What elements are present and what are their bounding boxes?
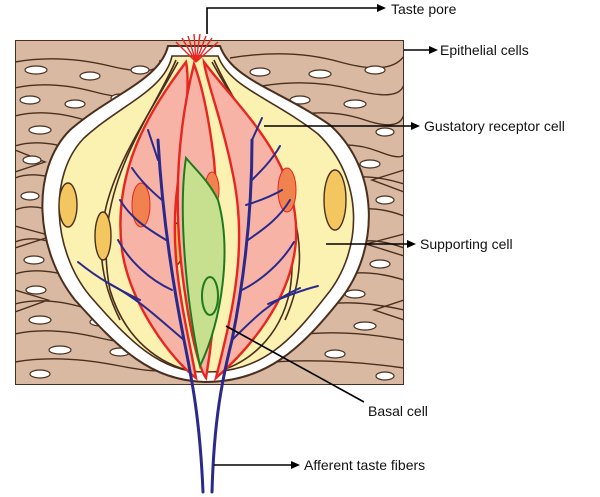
taste-pore-microvilli (175, 33, 219, 63)
nerve-branches (77, 117, 319, 341)
basal-cell-nucleus (201, 276, 219, 316)
taste-bud (41, 33, 370, 494)
label-taste-pore: Taste pore (391, 1, 457, 17)
label-supporting-cell: Supporting cell (420, 236, 513, 252)
label-epithelial-cells: Epithelial cells (440, 42, 529, 58)
receptor-nuclei (131, 167, 297, 228)
taste-pore-pointer (206, 7, 378, 34)
label-arrows (206, 7, 430, 466)
label-afferent-taste-fibers: Afferent taste fibers (304, 457, 425, 473)
basal-cell-pointer (225, 325, 365, 403)
label-gustatory-receptor-cell: Gustatory receptor cell (424, 118, 565, 134)
label-basal-cell: Basal cell (368, 403, 428, 419)
label-arrowheads (291, 4, 438, 469)
